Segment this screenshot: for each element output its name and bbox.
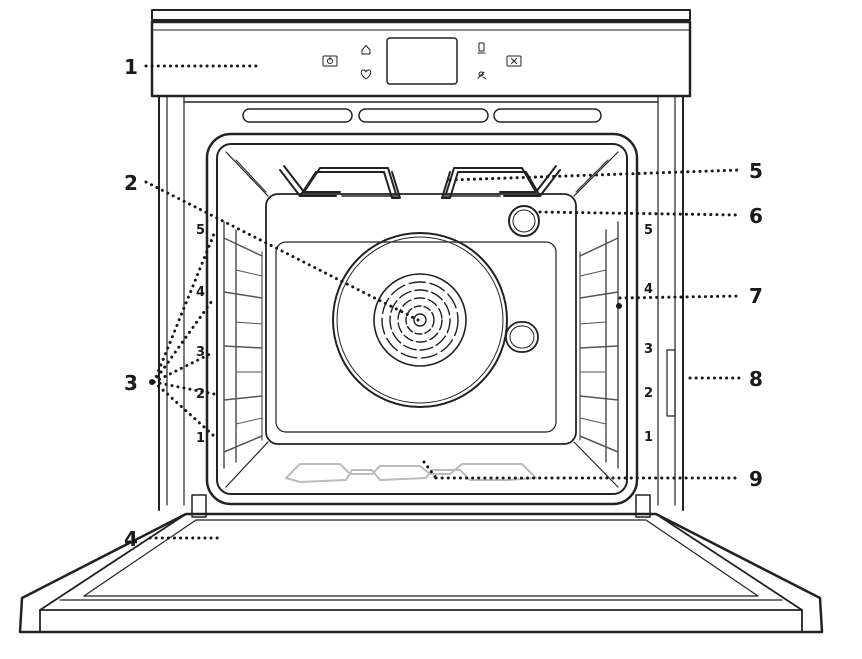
heart-icon: [360, 69, 372, 80]
air-vent: [358, 108, 489, 123]
callout-1: 1: [124, 55, 138, 79]
door-lock: [666, 349, 676, 417]
callout-6: 6: [749, 204, 763, 228]
shelf-level-right-3: 3: [644, 342, 653, 357]
wifi-settings-icon: [477, 71, 487, 80]
leader-endpoints: [149, 303, 622, 385]
mobile-icon: [477, 42, 486, 54]
right-shelf-guides: [579, 221, 619, 469]
callout-3: 3: [124, 371, 138, 395]
power-icon: [322, 55, 338, 67]
shelf-level-right-1: 1: [644, 430, 653, 445]
shelf-level-left-3: 3: [196, 345, 205, 360]
cancel-icon: [506, 55, 522, 67]
shelf-level-right-4: 4: [644, 282, 653, 297]
callout-2: 2: [124, 171, 138, 195]
oven-cavity: [205, 132, 639, 506]
oven-door: [18, 494, 824, 634]
leader-lines: [144, 64, 742, 540]
control-display: [386, 37, 458, 85]
callout-7: 7: [749, 284, 763, 308]
bottom-heating-element: [285, 463, 537, 483]
top-heating-element: [279, 165, 561, 199]
home-icon: [361, 45, 371, 55]
door-hinge: [635, 494, 651, 518]
oven-body: [158, 95, 684, 511]
shelf-level-right-2: 2: [644, 386, 653, 401]
callout-9: 9: [749, 467, 763, 491]
shelf-level-right-5: 5: [644, 223, 653, 238]
callout-4: 4: [124, 527, 138, 551]
air-vent: [242, 108, 353, 123]
left-shelf-labels: 5 4 3 2 1: [196, 223, 205, 446]
callout-labels: 1 2 3 4 5 6 7 8 9: [124, 55, 763, 551]
shelf-level-left-5: 5: [196, 223, 205, 238]
air-vent: [493, 108, 602, 123]
shelf-level-left-4: 4: [196, 285, 205, 300]
door-hinge: [191, 494, 207, 518]
callout-8: 8: [749, 367, 763, 391]
right-shelf-labels: 5 4 3 2 1: [644, 223, 653, 445]
left-shelf-guides: [223, 221, 263, 469]
control-panel: [150, 9, 692, 98]
shelf-level-left-1: 1: [196, 431, 205, 446]
oven-lamp: [508, 205, 540, 237]
callout-5: 5: [749, 159, 763, 183]
circular-fan: [332, 232, 539, 408]
shelf-level-left-2: 2: [196, 387, 205, 402]
